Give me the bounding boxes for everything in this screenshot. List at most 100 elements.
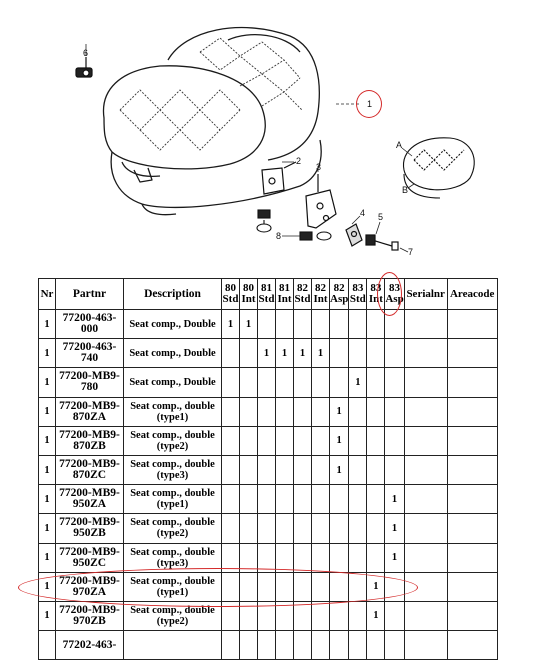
cell-model-mark [257,484,276,515]
cell-model-mark [328,630,350,660]
cell-model-mark [348,600,368,632]
description-line: Seat comp., double [130,429,215,441]
callout-6: 6 [83,48,88,58]
cell-nr: 1 [38,308,56,340]
cell-model-mark [275,425,294,456]
description-line: (type3) [156,470,189,482]
cell-areacode [446,542,498,573]
cell-model-mark: 1 [328,425,350,456]
cell-partnr: 77200-MB9-970ZB [55,600,124,632]
callout-4: 4 [360,208,365,218]
cell-model-mark [311,630,330,660]
cell-model-mark: 1 [384,513,405,544]
cell-model-mark [311,396,330,427]
cell-serialnr [403,513,448,544]
partnr-line: 870ZB [73,439,106,452]
header-model-trim: Asp [385,293,404,305]
cell-description: Seat comp., double(type2) [123,513,222,544]
cell-model-mark [275,600,294,632]
cell-model-mark [257,600,276,632]
cell-description: Seat comp., double(type3) [123,542,222,573]
cell-model-mark [293,600,312,632]
cell-model-mark [293,425,312,456]
cell-model-mark: 1 [275,338,294,369]
bracket-part-2 [261,161,297,195]
partnr-line: 77200-MB9- [59,458,120,471]
cell-areacode [446,367,498,398]
description-line: Seat comp., double [130,400,215,412]
cell-serialnr [403,630,448,660]
cell-model-mark [328,600,350,632]
cell-model-mark [328,571,350,602]
cell-model-mark: 1 [221,308,240,340]
cell-model-mark [221,571,240,602]
cell-model-mark [239,571,258,602]
cell-model-mark [293,454,312,486]
cell-model-mark [257,513,276,544]
cell-model-mark [328,542,350,573]
cell-serialnr [403,454,448,486]
header-model-trim: Std [349,293,366,305]
cell-model-mark [366,308,386,340]
partnr-line: 77200-MB9- [59,399,120,412]
header-description: Description [123,278,222,310]
cell-model-mark [239,454,258,486]
cell-model-mark [293,367,312,398]
diagram-drawing: 1 2 3 4 5 6 7 8 A B [75,26,475,257]
description-line: (type1) [156,499,189,511]
cell-model-mark [348,338,368,369]
header-model-year: 82 [315,282,326,294]
cell-model-mark [328,367,350,398]
cell-model-mark [257,367,276,398]
cell-model-mark: 1 [293,338,312,369]
callout-1: 1 [367,99,372,109]
callout-8: 8 [276,231,281,241]
cell-model-mark [275,396,294,427]
cell-model-mark [311,571,330,602]
cell-description: Seat comp., double(type1) [123,484,222,515]
cell-model-mark [221,454,240,486]
description-line: (type3) [156,557,189,569]
cell-model-mark [384,425,405,456]
cell-serialnr [403,367,448,398]
cell-model-mark: 1 [257,338,276,369]
partnr-line: 870ZA [72,410,107,423]
partnr-line: 000 [80,323,99,336]
partnr-line: 970ZA [72,585,107,598]
cell-areacode [446,338,498,369]
callout-3: 3 [316,162,321,172]
cell-serialnr [403,600,448,632]
cell-model-mark [328,484,350,515]
cell-nr: 1 [38,338,56,369]
cell-model-mark [239,630,258,660]
cell-nr: 1 [38,513,56,544]
cell-model-mark [275,542,294,573]
cell-model-mark [221,396,240,427]
cell-model-mark [366,513,386,544]
callout-a: A [396,140,402,150]
callout-7: 7 [408,247,413,257]
header-model-trim: Int [241,293,256,305]
bolt-part-6 [75,57,93,78]
cell-model-mark [257,308,276,340]
cell-model-mark [348,308,368,340]
cell-model-mark [328,513,350,544]
cell-areacode [446,425,498,456]
cell-model-mark [348,484,368,515]
cell-partnr: 77200-MB9-870ZC [55,454,124,486]
partnr-line: 77200-MB9- [59,574,120,587]
table-row: 77202-463- [38,630,498,660]
clip-part-4 [345,223,363,247]
cell-model-mark [257,454,276,486]
cell-partnr: 77200-MB9-950ZA [55,484,124,515]
partnr-line: 950ZB [73,527,106,540]
